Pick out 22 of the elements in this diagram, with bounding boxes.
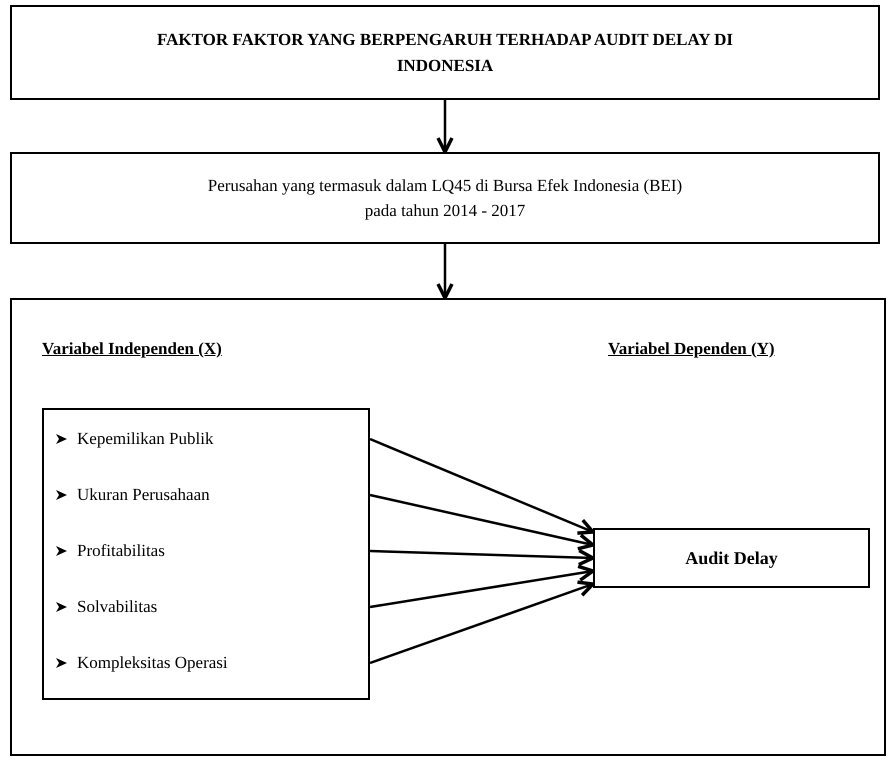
arrow — [370, 564, 595, 608]
process-box — [10, 152, 880, 244]
list-item-text: Kepemilikan Publik — [77, 428, 214, 450]
list-item-text: Solvabilitas — [77, 596, 158, 618]
arrow — [370, 438, 595, 535]
arrow — [370, 548, 595, 566]
box-text: Perusahan yang termasuk dalam LQ45 di Bursa Efek Indonesia (BEI) pada tahun 2014 - 2017 — [206, 174, 684, 222]
arrow — [436, 244, 454, 300]
list-item-text: Profitabilitas — [77, 540, 165, 562]
section-heading: Variabel Independen (X) — [42, 338, 222, 360]
section-heading: Variabel Dependen (Y) — [608, 338, 775, 360]
arrow — [370, 580, 595, 664]
variable-list-box — [42, 408, 370, 700]
list-item-text: Kompleksitas Operasi — [77, 652, 228, 674]
title-box — [10, 5, 880, 100]
arrow — [436, 100, 454, 154]
box-text: FAKTOR FAKTOR YANG BERPENGARUH TERHADAP AUDIT DELAY DI INDONESIA — [156, 29, 734, 76]
dependent-box — [593, 528, 870, 588]
list-item-text: Ukuran Perusahaan — [77, 484, 210, 506]
variables-panel — [10, 298, 886, 756]
arrow — [370, 494, 595, 551]
box-text: Audit Delay — [685, 546, 778, 570]
